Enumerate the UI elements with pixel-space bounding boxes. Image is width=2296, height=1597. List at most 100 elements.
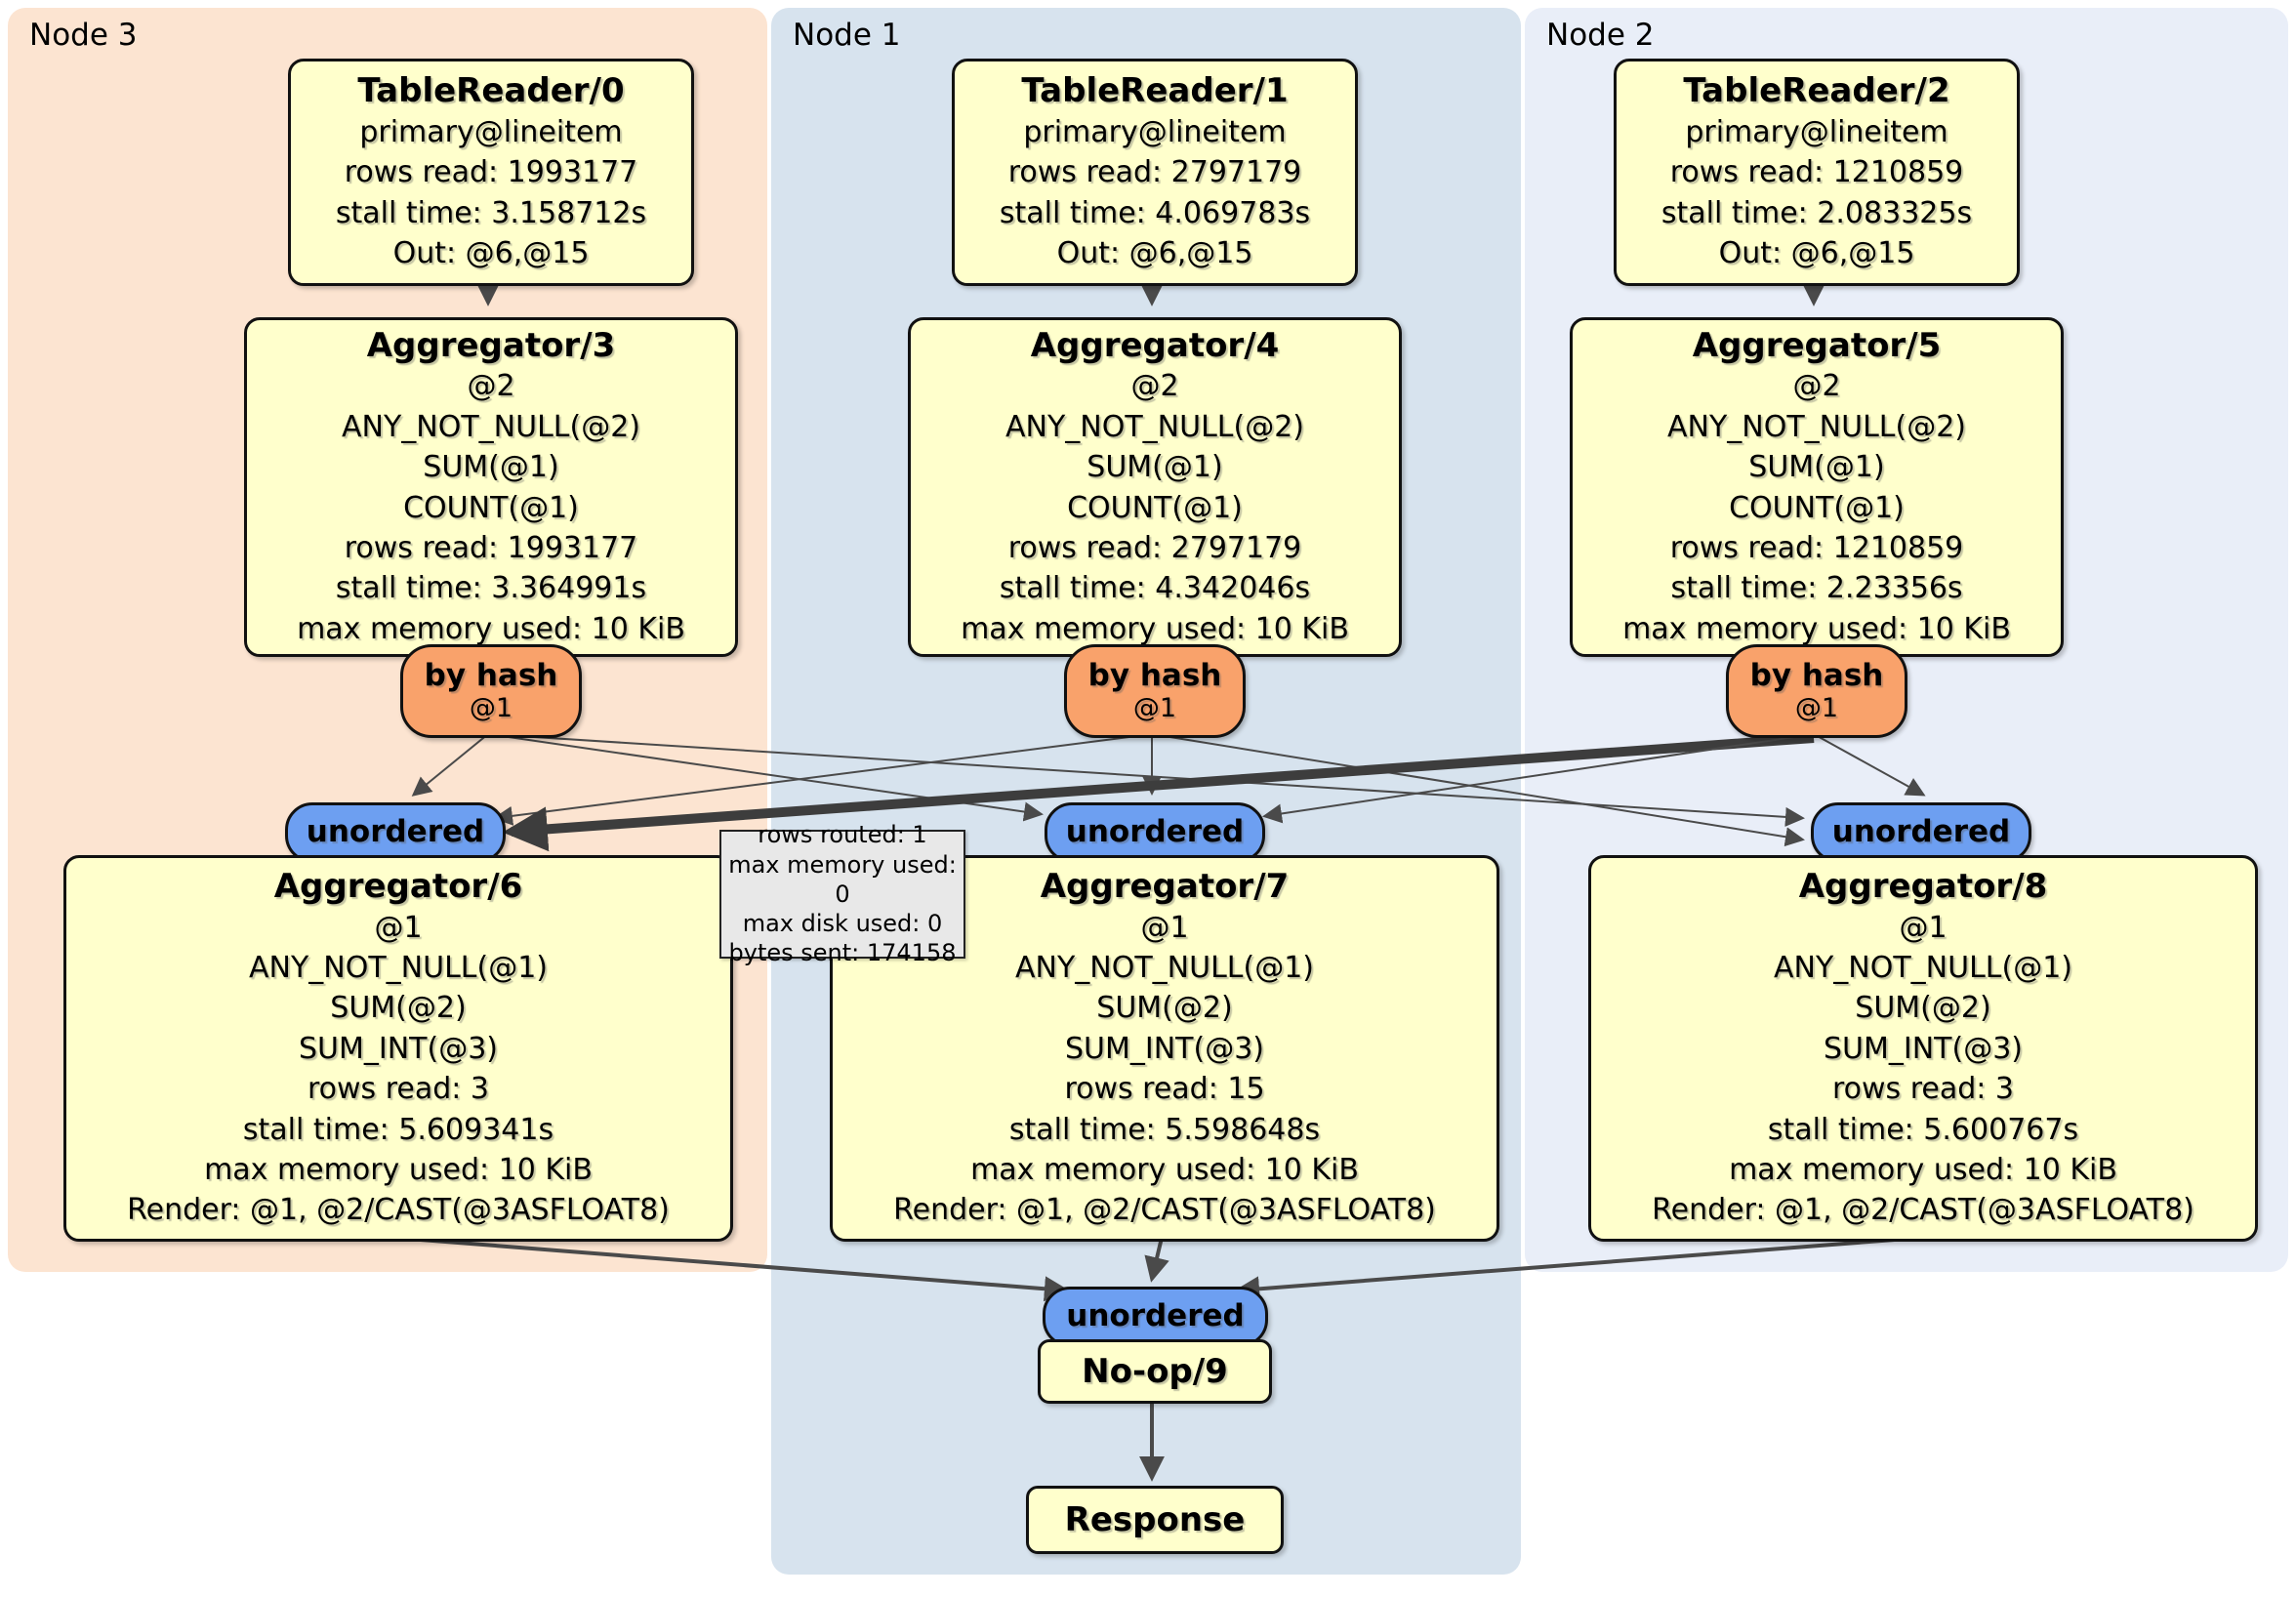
processor-detail: primary@lineitem <box>1685 114 1948 149</box>
processor-detail: max memory used: 10 KiB <box>1622 611 2011 646</box>
processor-detail: ANY_NOT_NULL(@1) <box>249 951 548 986</box>
aggregator-3-box[interactable]: Aggregator/3 @2 ANY_NOT_NULL(@2) SUM(@1)… <box>244 317 738 657</box>
sync-unordered-9[interactable]: unordered <box>1043 1287 1268 1347</box>
sync-label: unordered <box>1831 814 2011 850</box>
processor-detail: stall time: 5.600767s <box>1767 1112 2079 1147</box>
router-detail: @1 <box>1132 693 1177 724</box>
processor-detail: COUNT(@1) <box>1729 490 1905 525</box>
processor-detail: SUM(@2) <box>330 991 467 1026</box>
router-by-hash-5[interactable]: by hash @1 <box>1726 644 1907 738</box>
processor-title: Aggregator/8 <box>1798 867 2048 907</box>
processor-detail: rows read: 3 <box>1831 1072 2015 1107</box>
aggregator-8-box[interactable]: Aggregator/8 @1 ANY_NOT_NULL(@1) SUM(@2)… <box>1588 855 2258 1242</box>
processor-detail: SUM_INT(@3) <box>299 1031 498 1066</box>
processor-detail: stall time: 5.609341s <box>242 1112 554 1147</box>
processor-title: Aggregator/5 <box>1692 325 1942 365</box>
processor-detail: rows read: 1993177 <box>344 530 638 565</box>
processor-title: Response <box>1064 1499 1246 1539</box>
processor-detail: rows read: 1210859 <box>1669 155 1964 190</box>
router-label: by hash <box>1087 657 1222 693</box>
processor-detail: max memory used: 10 KiB <box>297 611 685 646</box>
router-detail: @1 <box>469 693 513 724</box>
processor-detail: stall time: 4.342046s <box>999 571 1311 606</box>
processor-detail: rows read: 3 <box>307 1072 490 1107</box>
tablereader-0-box[interactable]: TableReader/0 primary@lineitem rows read… <box>288 59 694 286</box>
processor-detail: SUM_INT(@3) <box>1824 1031 2023 1066</box>
processor-detail: primary@lineitem <box>359 114 623 149</box>
sync-label: unordered <box>1065 814 1245 850</box>
router-by-hash-3[interactable]: by hash @1 <box>400 644 582 738</box>
processor-detail: Out: @6,@15 <box>392 236 590 271</box>
processor-detail: COUNT(@1) <box>403 490 579 525</box>
tooltip-line: rows routed: 1 <box>758 821 927 849</box>
router-detail: @1 <box>1794 693 1839 724</box>
processor-detail: ANY_NOT_NULL(@2) <box>1005 409 1304 444</box>
processor-detail: SUM_INT(@3) <box>1065 1031 1264 1066</box>
processor-detail: stall time: 2.083325s <box>1660 195 1973 230</box>
sync-unordered-7[interactable]: unordered <box>1045 802 1265 863</box>
tablereader-1-box[interactable]: TableReader/1 primary@lineitem rows read… <box>952 59 1358 286</box>
router-by-hash-4[interactable]: by hash @1 <box>1064 644 1246 738</box>
processor-title: TableReader/2 <box>1683 71 1950 111</box>
processor-detail: stall time: 4.069783s <box>999 195 1311 230</box>
node-3-label: Node 3 <box>29 18 138 53</box>
processor-detail: max memory used: 10 KiB <box>204 1153 593 1188</box>
processor-detail: ANY_NOT_NULL(@2) <box>342 409 640 444</box>
processor-detail: Out: @6,@15 <box>1056 236 1253 271</box>
processor-detail: ANY_NOT_NULL(@2) <box>1667 409 1966 444</box>
response-box[interactable]: Response <box>1026 1486 1284 1554</box>
sync-unordered-8[interactable]: unordered <box>1811 802 2031 863</box>
processor-title: No-op/9 <box>1082 1351 1228 1391</box>
processor-detail: COUNT(@1) <box>1067 490 1243 525</box>
processor-detail: rows read: 2797179 <box>1007 155 1302 190</box>
node-2-label: Node 2 <box>1546 18 1655 53</box>
processor-detail: stall time: 3.158712s <box>335 195 647 230</box>
tablereader-2-box[interactable]: TableReader/2 primary@lineitem rows read… <box>1614 59 2020 286</box>
processor-detail: SUM(@1) <box>1748 450 1885 485</box>
processor-detail: @1 <box>374 910 423 945</box>
processor-detail: primary@lineitem <box>1023 114 1287 149</box>
processor-detail: stall time: 5.598648s <box>1008 1112 1321 1147</box>
edge-stats-tooltip: rows routed: 1 max memory used: 0 max di… <box>719 821 965 966</box>
processor-detail: rows read: 1993177 <box>344 155 638 190</box>
aggregator-7-box[interactable]: Aggregator/7 @1 ANY_NOT_NULL(@1) SUM(@2)… <box>830 855 1499 1242</box>
tooltip-line: max memory used: 0 <box>728 850 957 908</box>
processor-title: TableReader/0 <box>357 71 625 111</box>
processor-detail: SUM(@2) <box>1096 991 1233 1026</box>
processor-detail: SUM(@1) <box>423 450 559 485</box>
processor-title: Aggregator/7 <box>1040 867 1290 907</box>
processor-detail: @2 <box>1130 369 1179 404</box>
processor-detail: rows read: 1210859 <box>1669 530 1964 565</box>
aggregator-6-box[interactable]: Aggregator/6 @1 ANY_NOT_NULL(@1) SUM(@2)… <box>63 855 733 1242</box>
tooltip-line: max disk used: 0 <box>742 910 943 938</box>
noop-9-box[interactable]: No-op/9 <box>1038 1339 1272 1404</box>
node-1-label: Node 1 <box>793 18 901 53</box>
processor-detail: SUM(@2) <box>1855 991 1991 1026</box>
router-label: by hash <box>424 657 558 693</box>
processor-detail: Render: @1, @2/CAST(@3ASFLOAT8) <box>1652 1193 2194 1228</box>
aggregator-5-box[interactable]: Aggregator/5 @2 ANY_NOT_NULL(@2) SUM(@1)… <box>1570 317 2064 657</box>
processor-title: Aggregator/4 <box>1030 325 1280 365</box>
processor-detail: max memory used: 10 KiB <box>970 1153 1359 1188</box>
processor-detail: stall time: 3.364991s <box>335 571 647 606</box>
processor-detail: max memory used: 10 KiB <box>961 611 1349 646</box>
processor-detail: Render: @1, @2/CAST(@3ASFLOAT8) <box>893 1193 1436 1228</box>
processor-detail: max memory used: 10 KiB <box>1729 1153 2117 1188</box>
processor-title: Aggregator/6 <box>273 867 523 907</box>
processor-title: Aggregator/3 <box>366 325 616 365</box>
processor-detail: @2 <box>1792 369 1841 404</box>
processor-detail: @1 <box>1899 910 1948 945</box>
sync-label: unordered <box>306 814 485 850</box>
processor-detail: ANY_NOT_NULL(@1) <box>1774 951 2072 986</box>
router-label: by hash <box>1749 657 1884 693</box>
processor-detail: @2 <box>467 369 515 404</box>
processor-detail: stall time: 2.23356s <box>1670 571 1963 606</box>
processor-detail: SUM(@1) <box>1086 450 1223 485</box>
processor-detail: Out: @6,@15 <box>1718 236 1915 271</box>
sync-unordered-6[interactable]: unordered <box>285 802 506 863</box>
processor-detail: Render: @1, @2/CAST(@3ASFLOAT8) <box>127 1193 670 1228</box>
processor-detail: ANY_NOT_NULL(@1) <box>1015 951 1314 986</box>
aggregator-4-box[interactable]: Aggregator/4 @2 ANY_NOT_NULL(@2) SUM(@1)… <box>908 317 1402 657</box>
processor-detail: rows read: 15 <box>1064 1072 1265 1107</box>
